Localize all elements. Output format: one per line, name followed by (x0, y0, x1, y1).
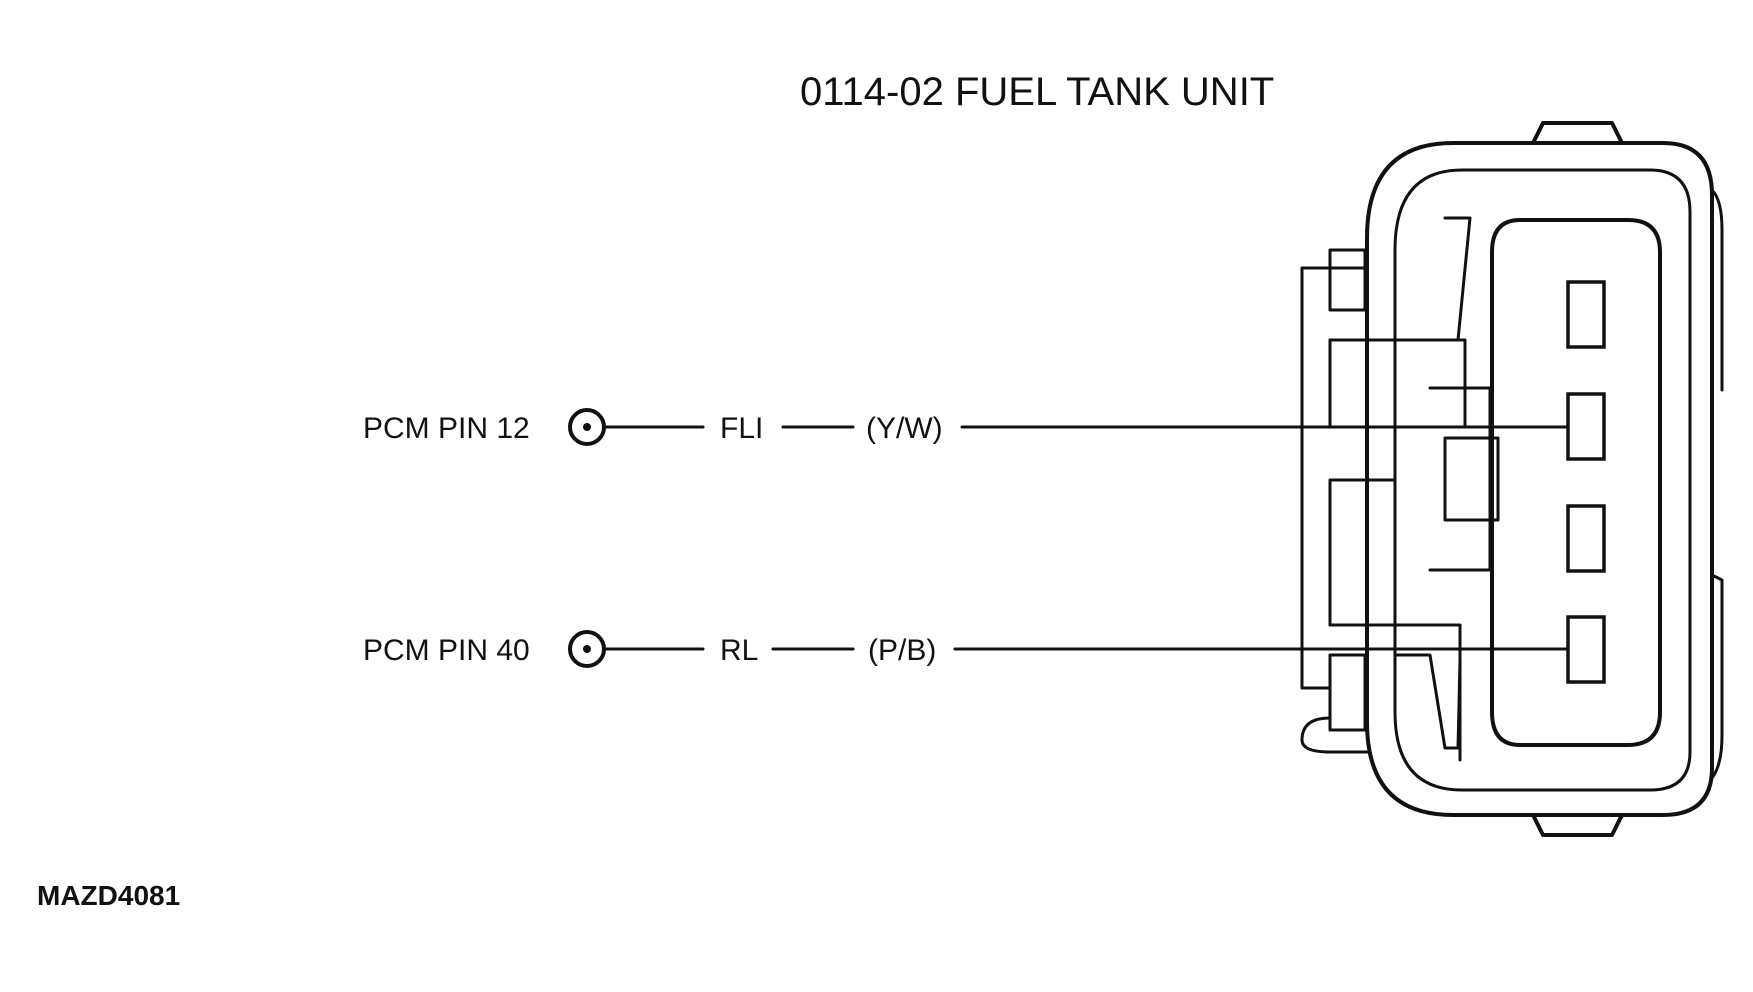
wire-color-pb-label: (P/B) (868, 634, 936, 667)
diagram-title: 0114-02 FUEL TANK UNIT (800, 70, 1274, 114)
circuit-rl-label: RL (720, 634, 758, 667)
circuit-row-2: PCM PIN 40 RL (P/B) (363, 630, 1570, 668)
terminal-pin-icon (1566, 504, 1606, 573)
figure-id: MAZD4081 (37, 880, 180, 911)
fuel-tank-unit-connector-icon (1300, 121, 1724, 837)
terminal-pin-icon (1566, 615, 1606, 684)
terminal-circle-icon (568, 408, 606, 446)
circuit-row-1: PCM PIN 12 FLI (Y/W) (363, 408, 1570, 446)
terminal-pin-icon (1566, 392, 1606, 461)
terminal-pin-icon (1566, 280, 1606, 349)
circuit-fli-label: FLI (720, 412, 763, 445)
wire-color-yw-label: (Y/W) (866, 412, 943, 445)
pcm-pin-12-label: PCM PIN 12 (363, 412, 530, 445)
terminal-circle-icon (568, 630, 606, 668)
pcm-pin-40-label: PCM PIN 40 (363, 634, 530, 667)
